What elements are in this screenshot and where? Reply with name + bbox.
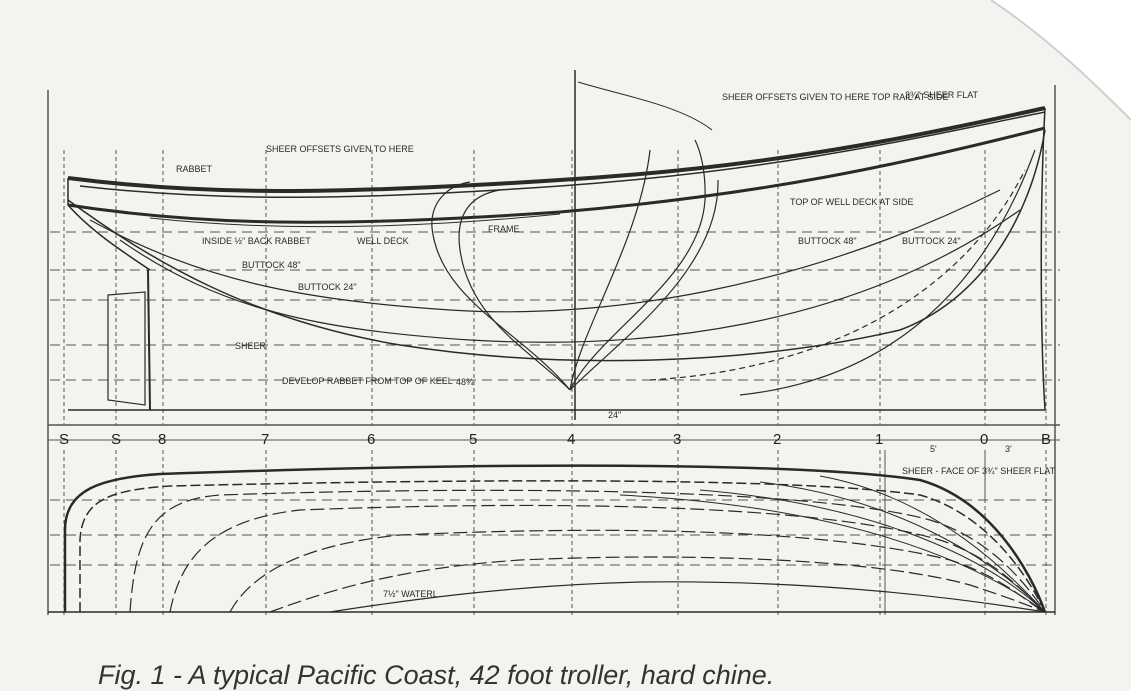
note-develop-rabbet: DEVELOP RABBET FROM TOP OF KEEL (282, 376, 453, 386)
station-label-3: 7 (261, 431, 269, 448)
well-deck-line (149, 213, 561, 228)
station-label-9: 1 (875, 431, 883, 448)
station-label-11: B (1041, 431, 1051, 448)
rail-line (67, 126, 1046, 224)
note-waterline: 7½" WATERL (383, 589, 438, 599)
body-section-5 (569, 149, 651, 391)
drawing-grid (47, 85, 1060, 615)
sheer-line (67, 106, 1046, 194)
stern-line (67, 178, 151, 271)
fwd-buttock-b (649, 169, 1026, 381)
buttock-48-line (89, 189, 1001, 313)
note-sheer-label: SHEER (235, 341, 267, 351)
plan-line-4 (269, 556, 1046, 613)
plan-line-1 (129, 489, 1046, 613)
plan-line-8 (759, 481, 1046, 613)
body-section-4 (569, 179, 719, 391)
station-label-6: 4 (567, 431, 575, 448)
plan-line-6 (619, 494, 1046, 613)
note-sheer-flat: 3¾" SHEER FLAT (905, 90, 979, 100)
body-section-3 (569, 139, 706, 391)
note-sheer-face: SHEER - FACE OF 3¾" SHEER FLAT (902, 466, 1056, 476)
station-label-1: S (111, 431, 121, 448)
note-buttock-48-fwd: BUTTOCK 48" (798, 236, 857, 246)
plan-rail (79, 480, 1046, 613)
note-buttock-24-fwd: BUTTOCK 24" (902, 236, 961, 246)
station-label-0: S (59, 431, 69, 448)
plan-annotations: SHEER - FACE OF 3¾" SHEER FLAT 5' 3' 7½"… (383, 444, 1056, 599)
station-label-10: 0 (980, 431, 988, 448)
note-sheer-offsets-fwd: SHEER OFFSETS GIVEN TO HERE TOP RAIL AT … (722, 92, 949, 102)
top-rail-line (79, 111, 1046, 198)
stem-line (1040, 107, 1046, 411)
station-labels: S S 8 7 6 5 4 3 2 1 0 B (59, 431, 1051, 448)
note-well-deck: WELL DECK (357, 236, 409, 246)
bottom-line (67, 129, 1046, 362)
fwd-buttock-a (739, 149, 1036, 396)
station-label-2: 8 (158, 431, 166, 448)
note-dim-5: 5' (930, 444, 937, 454)
plan-line-7 (699, 489, 1046, 613)
plan-line-2 (169, 504, 1046, 613)
plan-line-3 (229, 529, 1046, 613)
note-dim-3: 3' (1005, 444, 1012, 454)
station-label-7: 3 (673, 431, 681, 448)
figure-caption: Fig. 1 - A typical Pacific Coast, 42 foo… (98, 660, 775, 690)
station-label-5: 5 (469, 431, 477, 448)
profile-annotations: SHEER OFFSETS GIVEN TO HERE SHEER OFFSET… (176, 90, 979, 420)
body-section-1 (431, 181, 571, 391)
note-top-of-well: TOP OF WELL DECK AT SIDE (790, 197, 914, 207)
station-label-4: 6 (367, 431, 375, 448)
note-buttock-24-aft: BUTTOCK 24" (298, 282, 357, 292)
plan-sheer (63, 464, 1047, 613)
station-label-8: 2 (773, 431, 781, 448)
plan-line-5 (329, 581, 1046, 613)
note-sheer-offsets-aft: SHEER OFFSETS GIVEN TO HERE (266, 144, 414, 154)
plan-view (48, 464, 1055, 613)
page-curl (991, 0, 1131, 120)
note-frame: FRAME (488, 224, 520, 234)
note-inside-rabbet: INSIDE ½" BACK RABBET (202, 236, 311, 246)
rudder (107, 291, 146, 406)
note-rabbet: RABBET (176, 164, 213, 174)
note-dim-48: 48¾ (456, 377, 474, 387)
body-section-2 (458, 189, 571, 391)
profile-view (67, 70, 1046, 420)
note-dim-24: 24" (608, 410, 621, 420)
rudder-post (147, 269, 151, 411)
note-buttock-48-aft: BUTTOCK 48" (242, 260, 301, 270)
flag (577, 81, 713, 131)
buttock-24-line (119, 209, 1021, 343)
plan-line-9 (819, 475, 1046, 613)
